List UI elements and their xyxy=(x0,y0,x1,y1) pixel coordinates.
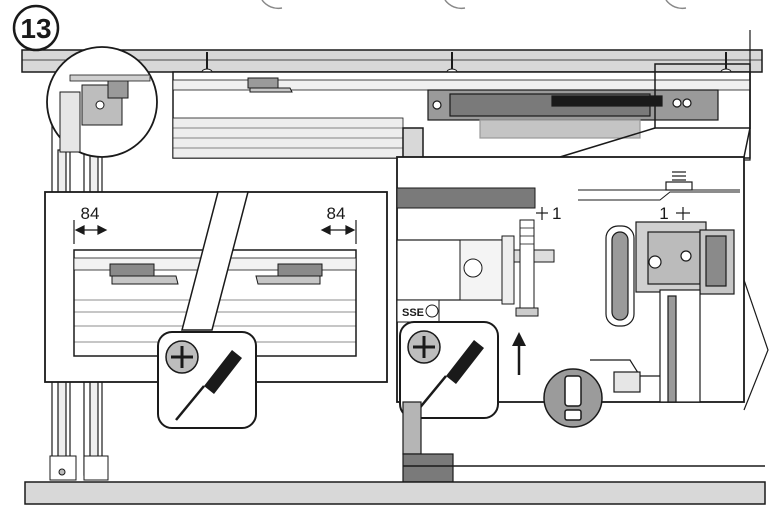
svg-text:13: 13 xyxy=(20,13,51,44)
clearance-indicator: 1 xyxy=(536,204,561,223)
cut-mark xyxy=(181,191,249,331)
dimension-right: 84 xyxy=(320,204,357,244)
phillips-screwdriver-icon xyxy=(157,331,257,429)
dimension-left: 84 xyxy=(73,204,108,244)
stopper-carrier xyxy=(109,263,323,285)
roller-mechanism xyxy=(578,171,740,403)
partial-circle-decoration xyxy=(261,0,687,10)
track-carrier xyxy=(247,77,293,93)
svg-text:1: 1 xyxy=(552,204,561,223)
arrow-up-icon xyxy=(512,332,526,375)
wall-edge xyxy=(743,30,769,411)
clearance-indicator-2: 1 xyxy=(659,204,690,223)
door-panel-middle xyxy=(402,401,454,483)
svg-text:84: 84 xyxy=(81,204,100,223)
svg-text:1: 1 xyxy=(659,204,668,223)
soft-close-damper xyxy=(427,89,719,139)
step-number-badge: 13 xyxy=(12,4,60,52)
zoom-frame xyxy=(559,63,751,158)
svg-text:84: 84 xyxy=(327,204,346,223)
exclamation-warning-icon xyxy=(543,368,603,428)
svg-text:SSE: SSE xyxy=(402,307,424,319)
phillips-screwdriver-icon-2 xyxy=(399,321,499,419)
bottom-guide xyxy=(49,455,109,481)
detail-circle xyxy=(46,46,158,158)
floor-track xyxy=(24,465,766,505)
